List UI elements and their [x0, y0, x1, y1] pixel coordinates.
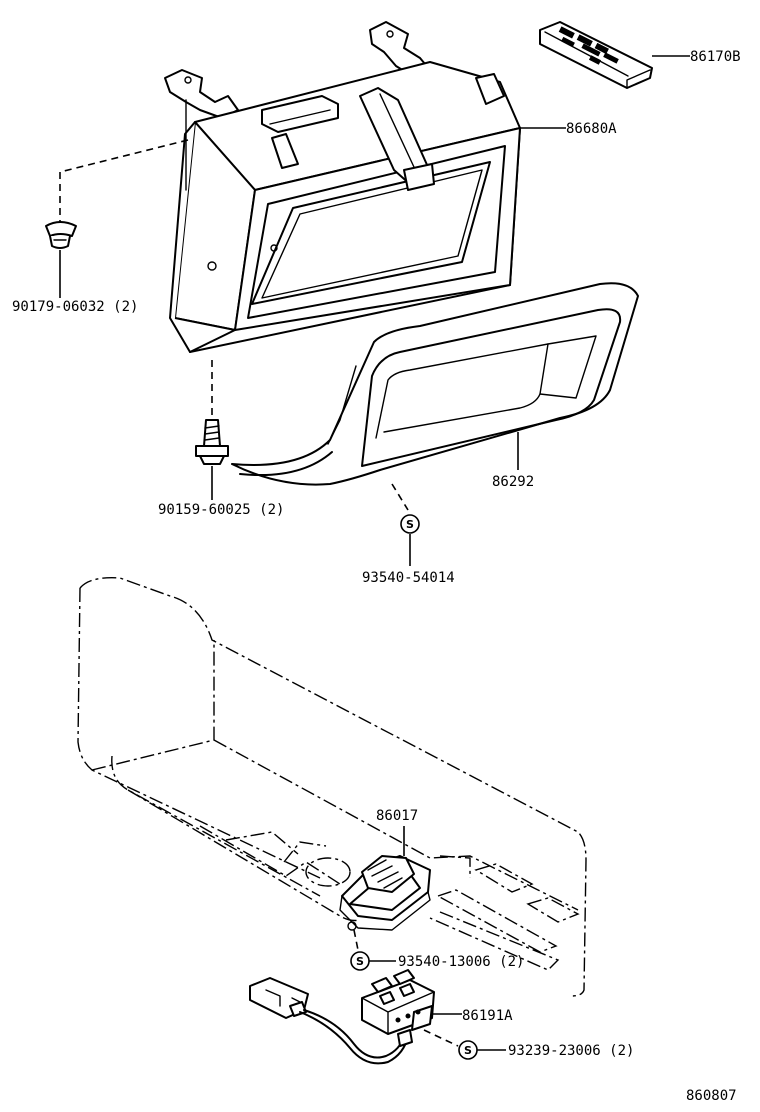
label-connector: 86191A	[462, 1008, 513, 1024]
label-bezel: 86292	[492, 474, 534, 490]
remote-control	[539, 21, 653, 89]
screw-s3-dashed-line	[423, 1029, 459, 1047]
clip-dashed-line	[59, 139, 189, 222]
clip-fastener	[45, 221, 77, 249]
label-remote: 86170B	[690, 49, 741, 65]
roof-headliner	[77, 577, 587, 997]
bezel-frame	[231, 282, 639, 486]
svg-text:S: S	[356, 955, 364, 968]
label-screw-s2: 93540-13006 (2)	[398, 954, 524, 970]
label-screw-s3: 93239-23006 (2)	[508, 1043, 634, 1059]
figure-number: 860807	[686, 1088, 737, 1104]
connector-block	[361, 969, 435, 1047]
screw-mark-s2: S	[350, 951, 370, 971]
screw-s1-dashed-line	[391, 483, 409, 511]
label-lamp: 86017	[376, 808, 418, 824]
label-screw-s1: 93540-54014	[362, 570, 455, 586]
display-unit	[164, 21, 521, 353]
svg-text:S: S	[406, 518, 414, 531]
svg-text:S: S	[464, 1044, 472, 1057]
label-bolt: 90159-60025 (2)	[158, 502, 284, 518]
label-clip: 90179-06032 (2)	[12, 299, 138, 315]
bolt-fastener	[195, 419, 229, 465]
room-lamp	[339, 855, 431, 931]
screw-mark-s3: S	[458, 1040, 478, 1060]
screw-s2-dashed-line	[353, 929, 359, 951]
label-display: 86680A	[566, 121, 617, 137]
wire-harness	[249, 977, 409, 1065]
screw-mark-s1: S	[400, 514, 420, 534]
